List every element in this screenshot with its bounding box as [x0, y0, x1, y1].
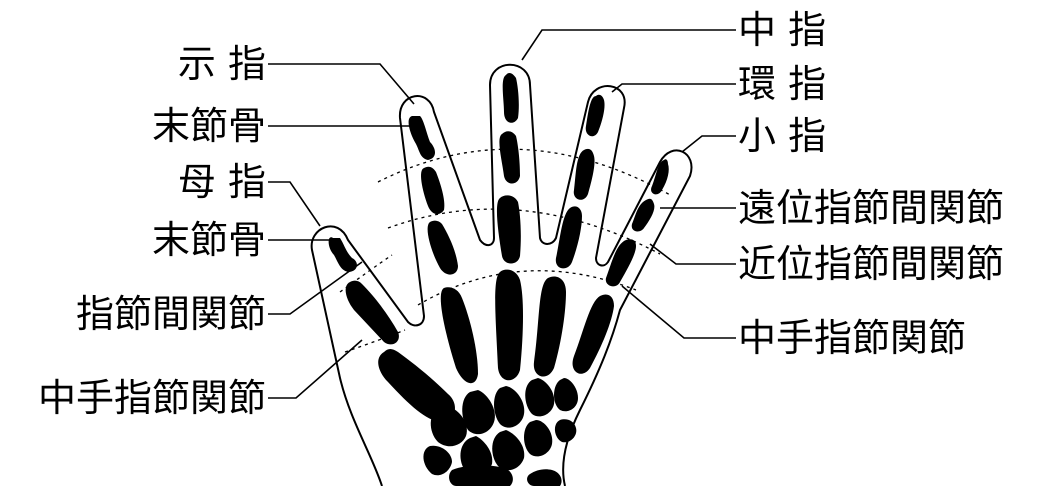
leader-mcp	[621, 285, 736, 339]
label-mcp-joint: 中手指節関節	[738, 316, 967, 360]
middle-distal-bone	[502, 73, 519, 123]
little-metacarpal-bone	[572, 294, 614, 374]
carpal-bone	[460, 436, 493, 475]
hand-outline	[310, 63, 693, 486]
label-thumb-mcp-joint: 中手指節関節	[37, 376, 266, 420]
ring-distal-bone	[585, 94, 605, 137]
carpal-bone	[554, 378, 578, 412]
leader-pip	[649, 243, 736, 265]
carpal-bone	[423, 445, 452, 476]
leader-lines-right	[521, 29, 736, 339]
label-little-finger: 小 指	[738, 114, 827, 158]
index-proximal-bone	[427, 220, 458, 275]
thumb-metacarpal-bone	[378, 349, 455, 422]
leader-thumb	[268, 181, 321, 227]
bones	[328, 73, 669, 486]
thumb-distal-bone	[328, 237, 357, 272]
ring-proximal-bone	[555, 206, 582, 269]
label-thumb-ip-joint: 指節間関節	[75, 292, 266, 336]
carpal-bone	[492, 430, 525, 471]
label-middle-finger: 中 指	[738, 8, 827, 52]
label-index-distal-phalanx: 末節骨	[151, 104, 266, 148]
index-distal-bone	[408, 116, 435, 160]
carpal-bone	[554, 419, 577, 443]
leader-ring-finger	[611, 83, 736, 93]
carpal-bone	[462, 390, 495, 435]
leader-lines-left	[268, 63, 416, 399]
ring-middle-bone	[573, 148, 595, 200]
index-metacarpal-bone	[440, 287, 478, 384]
label-dip-joint: 遠位指節間関節	[738, 186, 1005, 230]
little-distal-bone	[651, 159, 669, 195]
label-ring-finger: 環 指	[738, 62, 827, 106]
leader-index-finger	[268, 63, 415, 105]
carpal-bone	[494, 386, 525, 428]
ring-metacarpal-bone	[533, 276, 566, 377]
label-thumb-distal-phalanx: 末節骨	[151, 218, 266, 262]
middle-metacarpal-bone	[495, 269, 523, 381]
thumb-proximal-bone	[345, 280, 399, 345]
label-thumb: 母 指	[177, 160, 266, 204]
ulna-bone	[527, 469, 562, 486]
little-proximal-bone	[605, 239, 636, 287]
index-middle-bone	[421, 166, 445, 215]
middle-middle-bone	[499, 131, 520, 184]
radius-bone	[449, 465, 513, 486]
carpal-bone	[525, 378, 555, 417]
leader-thumb-ip	[268, 261, 363, 315]
carpal-bone	[430, 406, 467, 447]
carpal-bone	[524, 420, 553, 457]
leader-thumb-mcp	[268, 339, 363, 399]
little-middle-bone	[631, 198, 655, 232]
middle-proximal-bone	[496, 195, 521, 264]
leader-middle-finger	[521, 29, 736, 61]
leader-little-finger	[681, 135, 736, 153]
label-index-finger: 示 指	[177, 42, 266, 86]
label-pip-joint: 近位指節間関節	[738, 242, 1005, 286]
